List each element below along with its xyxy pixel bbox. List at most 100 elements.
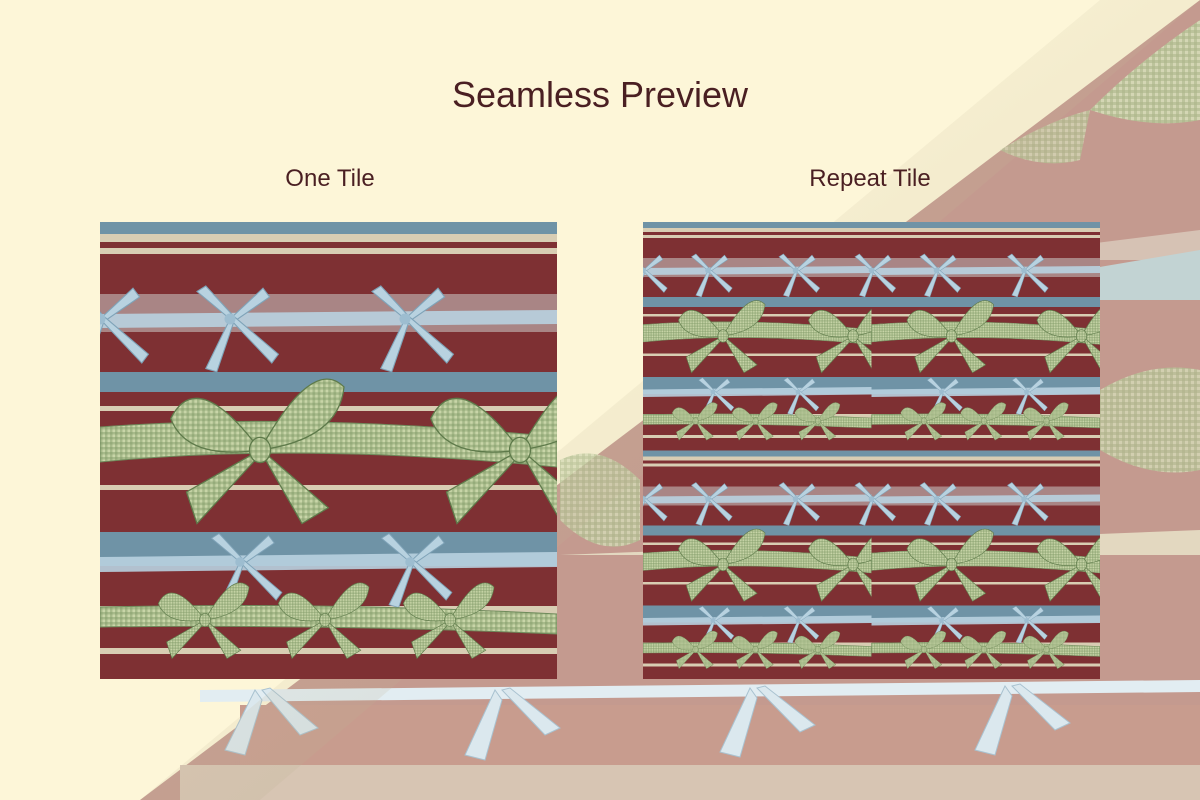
- gingham-bow: [906, 300, 994, 374]
- blue-ribbon-bow: [1011, 377, 1048, 416]
- one-tile-preview: [100, 222, 557, 679]
- stripe: [643, 356, 872, 377]
- stripe: [100, 485, 557, 490]
- repeat-cell: [643, 450, 896, 679]
- gingham-bow: [960, 630, 1007, 670]
- stripe: [871, 663, 1100, 667]
- stripe: [100, 248, 557, 254]
- blue-ribbon-bow: [783, 377, 820, 416]
- stripe: [643, 505, 872, 526]
- gingham-bow: [794, 630, 841, 670]
- stripe: [643, 463, 872, 467]
- repeat-pattern-image: [643, 222, 1100, 679]
- stripe: [871, 463, 1100, 467]
- stripe: [871, 356, 1100, 377]
- stripe: [643, 235, 872, 238]
- gingham-bow: [794, 402, 841, 441]
- stripe: [643, 466, 872, 487]
- blue-ribbon-bow: [778, 482, 821, 526]
- stripe: [100, 254, 557, 294]
- stripe: [871, 238, 1100, 258]
- stripe: [643, 663, 872, 667]
- stripe: [871, 232, 1100, 235]
- blue-ribbon-bow: [1011, 605, 1048, 644]
- gingham-bow: [678, 300, 766, 374]
- gingham-bow: [1036, 308, 1100, 374]
- stripe: [871, 505, 1100, 526]
- gingham-bow: [671, 402, 718, 441]
- stripe: [871, 353, 1100, 356]
- gingham-bow: [678, 528, 766, 602]
- gingham-bow: [900, 630, 947, 670]
- gingham-bow: [430, 395, 557, 525]
- stripe: [871, 222, 1100, 228]
- stripe: [100, 234, 557, 242]
- gingham-bow: [170, 378, 345, 525]
- stripe: [643, 435, 872, 438]
- blue-ribbon-bow: [371, 285, 455, 373]
- stripe: [871, 456, 1100, 461]
- gingham-bow: [157, 582, 250, 660]
- blue-ribbon-bow: [100, 287, 150, 364]
- gingham-bow: [402, 582, 495, 660]
- repeat-cell: [854, 222, 1100, 451]
- gingham-bow: [960, 402, 1007, 441]
- blue-ribbon-bow: [196, 285, 280, 373]
- stripe: [643, 232, 872, 235]
- repeat-cell: [643, 222, 896, 451]
- stripe: [871, 435, 1100, 438]
- repeat-tile-label: Repeat Tile: [809, 165, 931, 192]
- blue-ribbon-bow: [691, 482, 733, 526]
- gingham-bow: [671, 630, 718, 670]
- repeat-tile-preview: [643, 222, 1100, 679]
- stripe: [871, 582, 1100, 585]
- stripe: [871, 584, 1100, 606]
- blue-ribbon-bow: [854, 482, 897, 526]
- stripe: [643, 238, 872, 258]
- blue-ribbon-bow: [643, 254, 668, 293]
- blue-ribbon-bow: [919, 253, 962, 298]
- blue-ribbon-bow: [919, 482, 962, 526]
- gingham-bow: [1022, 402, 1069, 441]
- one-tile-label: One Tile: [285, 165, 375, 192]
- blue-ribbon-bow: [643, 483, 668, 522]
- stripe: [643, 438, 872, 451]
- stripe: [100, 222, 557, 234]
- stripe: [100, 490, 557, 532]
- gingham-bow: [1022, 630, 1069, 670]
- gingham-bow: [731, 402, 778, 441]
- stripe: [643, 666, 872, 679]
- stripe: [871, 235, 1100, 238]
- stripe: [643, 277, 872, 297]
- stripe: [643, 222, 872, 228]
- blue-ribbon-bow: [778, 253, 821, 298]
- stripe: [871, 666, 1100, 679]
- stripe: [643, 450, 872, 457]
- stripe: [871, 652, 1100, 664]
- stripe: [643, 460, 872, 464]
- stripe: [871, 450, 1100, 457]
- stripe: [643, 582, 872, 585]
- tile-pattern-image: [100, 222, 557, 679]
- stripe: [871, 438, 1100, 451]
- stripe: [643, 456, 872, 461]
- blue-ribbon-bow: [1007, 482, 1049, 526]
- stripe: [871, 228, 1100, 232]
- stripe: [871, 460, 1100, 464]
- gingham-bow: [277, 582, 370, 660]
- blue-ribbon-bow: [1007, 253, 1049, 298]
- gingham-bow: [906, 528, 994, 602]
- blue-ribbon-bow: [783, 605, 820, 644]
- gingham-bow: [1036, 537, 1100, 602]
- stripe: [871, 277, 1100, 297]
- stripe: [643, 652, 872, 664]
- stripe: [100, 242, 557, 248]
- blue-ribbon-bow: [691, 253, 733, 298]
- page-title: Seamless Preview: [451, 74, 749, 115]
- stripe: [100, 648, 557, 654]
- stripe: [871, 424, 1100, 435]
- stripe: [871, 466, 1100, 487]
- stripe: [100, 332, 557, 372]
- stripe: [100, 654, 557, 679]
- gingham-bow: [900, 402, 947, 441]
